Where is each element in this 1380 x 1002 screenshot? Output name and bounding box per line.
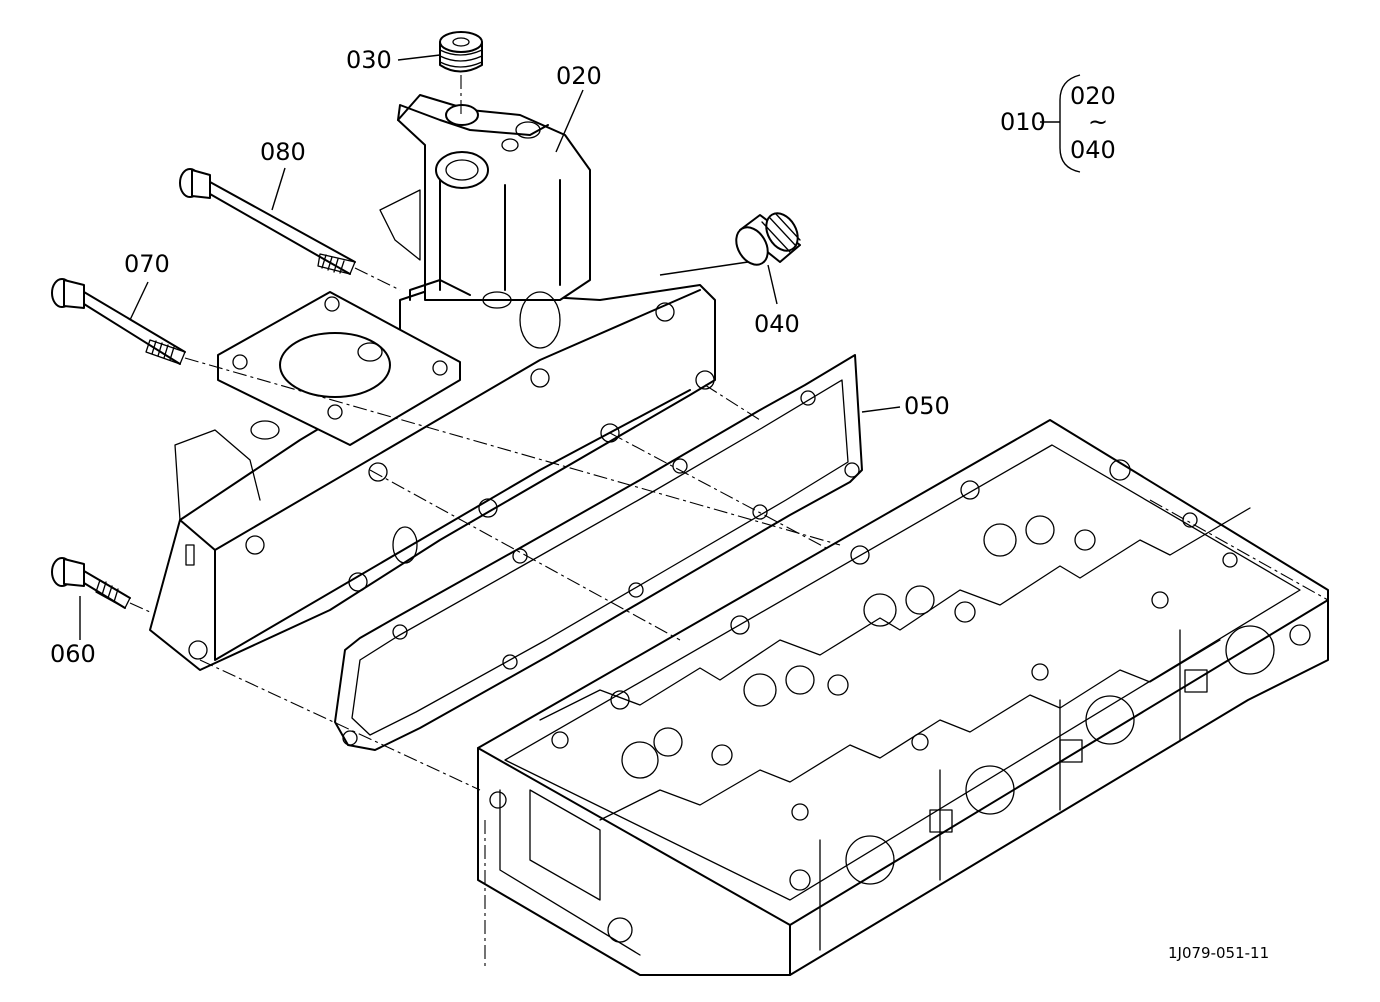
bolt-070 bbox=[51, 278, 186, 365]
label-060: 060 bbox=[50, 640, 96, 668]
bolt-060 bbox=[51, 557, 131, 609]
cylinder-head bbox=[477, 419, 1329, 976]
intake-manifold bbox=[149, 284, 716, 671]
label-030: 030 bbox=[346, 46, 392, 74]
plug-030 bbox=[439, 31, 483, 73]
label-040: 040 bbox=[754, 310, 800, 338]
label-020: 020 bbox=[556, 62, 602, 90]
label-010: 010 bbox=[1000, 108, 1046, 136]
drawing-reference-number: 1J079-051-11 bbox=[1168, 944, 1269, 962]
plug-040 bbox=[735, 212, 801, 266]
group-range-tilde: ~ bbox=[1088, 108, 1108, 136]
label-050: 050 bbox=[904, 392, 950, 420]
inlet-housing bbox=[379, 94, 591, 349]
group-range-start: 020 bbox=[1070, 82, 1116, 110]
bolt-080 bbox=[179, 168, 356, 275]
leader-lines bbox=[79, 54, 1081, 640]
assembly-group-010: 010 020 ~ 040 bbox=[1000, 82, 1116, 164]
assembly-lines bbox=[129, 75, 1329, 791]
group-range-end: 040 bbox=[1070, 136, 1116, 164]
label-070: 070 bbox=[124, 250, 170, 278]
label-080: 080 bbox=[260, 138, 306, 166]
